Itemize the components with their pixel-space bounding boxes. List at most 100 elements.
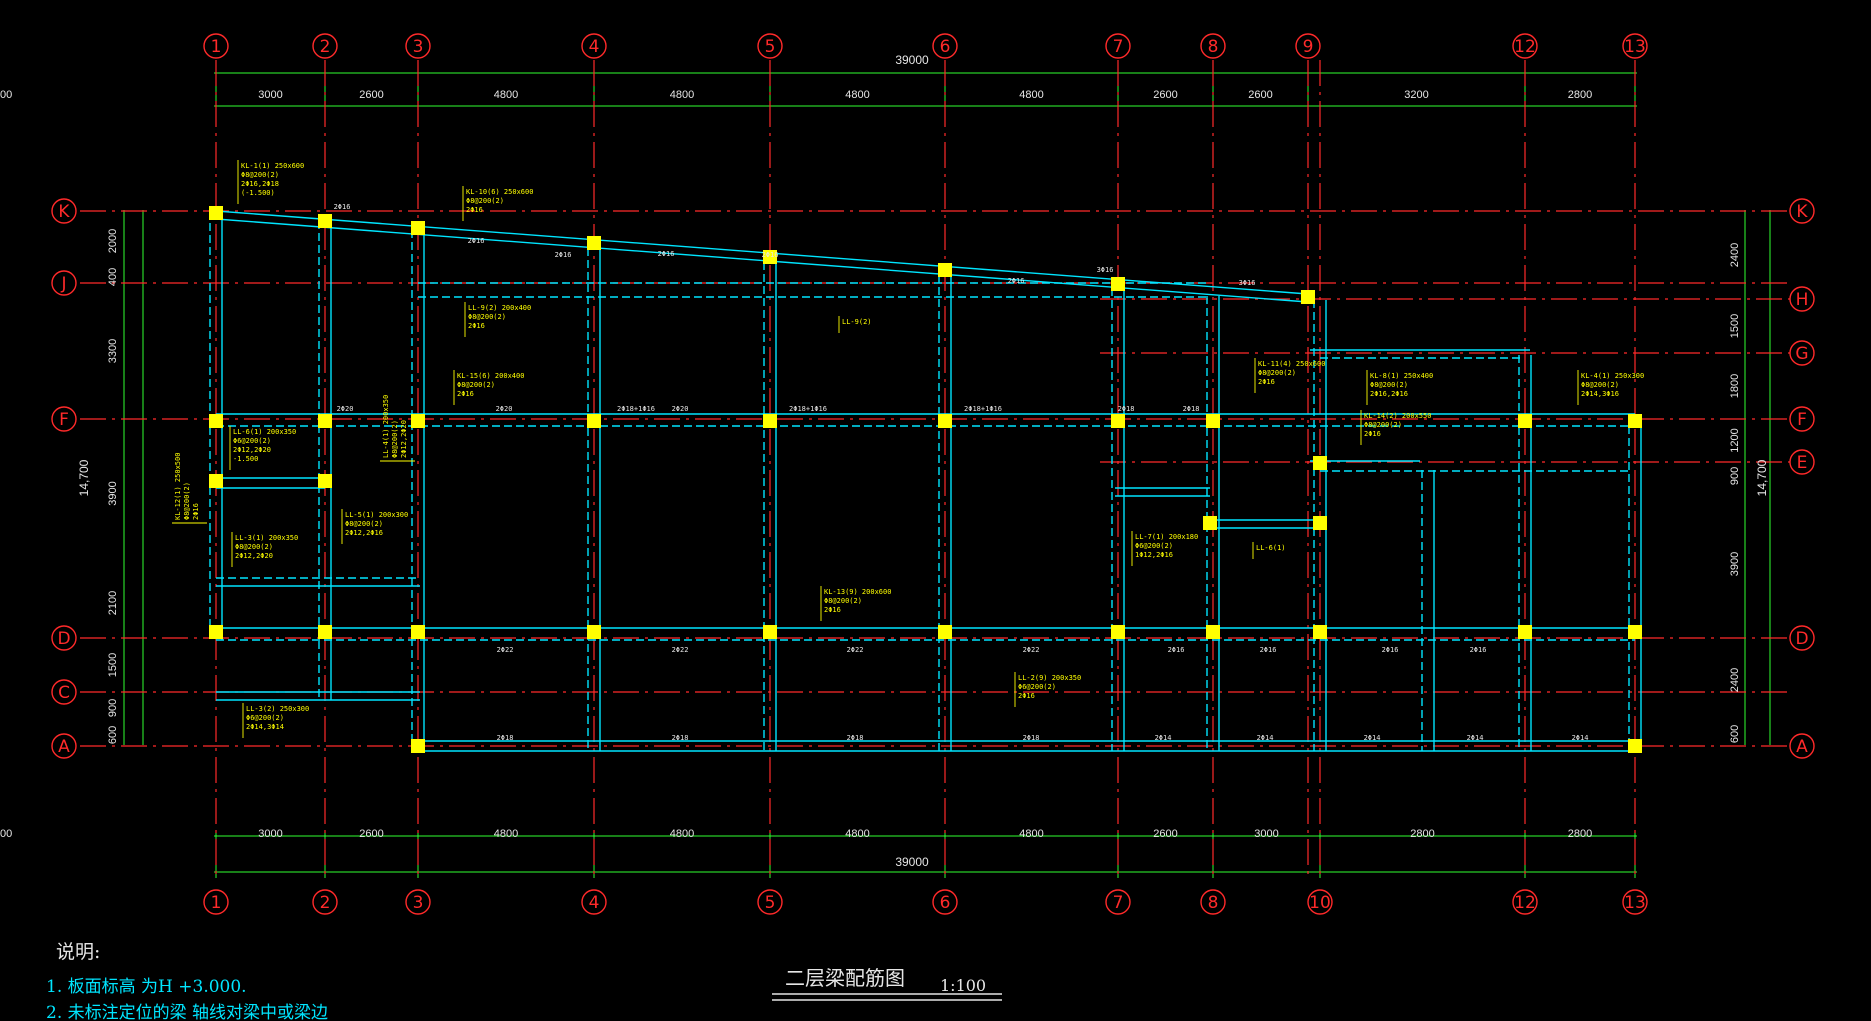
axis-bubble-label: 2 [320, 37, 331, 57]
axis-bubble-circle [757, 33, 783, 59]
rebar-mark-bottom: 2Φ16 [1168, 646, 1185, 654]
axis-bubble: 7 [1105, 33, 1131, 59]
axis-bubble-label: C [58, 683, 70, 703]
axis-bubble: 5 [757, 889, 783, 915]
axis-bubble-circle [203, 33, 229, 59]
column [411, 739, 425, 753]
column [1518, 414, 1532, 428]
beam-label-line: KL-12(1) 250x500 [174, 453, 182, 520]
axis-bubble-label: 3 [413, 893, 424, 913]
dim-left-segment: 3900 [107, 481, 119, 505]
rebar-mark-bottom: 2Φ22 [847, 646, 864, 654]
beam-label-line: 2Φ16 [457, 390, 474, 398]
column [318, 625, 332, 639]
column [209, 625, 223, 639]
beam-label-line: Φ8@200(2) [466, 197, 504, 205]
column [763, 414, 777, 428]
column [1518, 625, 1532, 639]
dim-bottom-segment: 4800 [494, 828, 518, 840]
axis-bubble: F [1789, 406, 1815, 432]
axis-bubble: A [51, 733, 77, 759]
rebar-mark-a-row: 2Φ18 [672, 734, 689, 742]
axis-bubble-label: 9 [1303, 37, 1314, 57]
note-line-2: 2. 未标注定位的梁 轴线对梁中或梁边 [46, 1003, 328, 1021]
axis-bubble-circle [51, 679, 77, 705]
axis-bubble-label: 7 [1113, 893, 1124, 913]
beam-label-line: KL-10(6) 250x600 [466, 188, 533, 196]
axis-bubble: D [51, 625, 77, 651]
axis-bubble-circle [1789, 733, 1815, 759]
axis-bubble-circle [932, 889, 958, 915]
dim-bottom-segment: 4800 [1019, 828, 1043, 840]
dim-right-segment: 1500 [1729, 314, 1741, 338]
column [318, 214, 332, 228]
column [1313, 625, 1327, 639]
axis-bubble: 9 [1295, 33, 1321, 59]
beam-label-line: 2Φ16,2Φ16 [1370, 390, 1408, 398]
dim-bottom-segment: 2600 [1153, 828, 1177, 840]
beam-label-line: Φ8@200(2) [457, 381, 495, 389]
axis-bubble-label: F [59, 410, 69, 430]
dim-bottom-segment: 3000 [258, 828, 282, 840]
dim-top-segment: 2600 [1248, 89, 1272, 101]
rebar-mark-middle: 2Φ18+1Φ16 [617, 405, 655, 413]
axis-bubble: 13 [1622, 33, 1648, 59]
dim-top-segment: 2600 [1153, 89, 1177, 101]
column [209, 474, 223, 488]
axis-bubble-circle [51, 406, 77, 432]
axis-bubble-label: G [1795, 344, 1808, 364]
axis-bubble: G [1789, 340, 1815, 366]
axis-bubble-label: 12 [1514, 37, 1536, 57]
dim-top-segment: 2600 [359, 89, 383, 101]
beam-label-line: 2Φ14,3Φ16 [1581, 390, 1619, 398]
beam-label-line: KL-8(1) 250x400 [1370, 372, 1433, 380]
beam-label-line: LL-7(1) 200x180 [1135, 533, 1198, 541]
column-layer [209, 206, 1642, 753]
axis-bubble-circle [1622, 889, 1648, 915]
drawing-title: 二层梁配筋图 [785, 966, 905, 990]
beam-label-line: 2Φ16 [1258, 378, 1275, 386]
dim-bottom-segment: 2800 [1568, 828, 1592, 840]
axis-bubble-circle [51, 733, 77, 759]
axis-bubble: 12 [1512, 889, 1538, 915]
axis-bubble-label: 2 [320, 893, 331, 913]
axis-bubble: 8 [1200, 33, 1226, 59]
rebar-mark-top: 3Φ16 [1239, 279, 1256, 287]
column [1313, 456, 1327, 470]
axis-bubble: K [51, 198, 77, 224]
beam-label-line: 2Φ16 [466, 206, 483, 214]
column [938, 625, 952, 639]
axis-bubble-circle [1200, 889, 1226, 915]
beam-label: LL-9(2) [838, 316, 872, 333]
dim-left-segment: 1500 [107, 653, 119, 677]
axis-bubble-label: 4 [589, 893, 600, 913]
dim-left-segment: 2000 [107, 229, 119, 253]
rebar-mark-middle: 2Φ20 [672, 405, 689, 413]
column [411, 414, 425, 428]
beam-label-line: 2Φ16 [468, 322, 485, 330]
rebar-mark-a-row: 2Φ14 [1467, 734, 1484, 742]
beam-label-line: 2Φ16 [1018, 692, 1035, 700]
dim-right-segment: 600 [1729, 725, 1741, 743]
rebar-mark-top: 2Φ16 [762, 251, 779, 259]
axis-bubble: 2 [312, 33, 338, 59]
axis-bubble-label: 5 [765, 37, 776, 57]
axis-bubble-circle [1622, 33, 1648, 59]
dimension-layer [123, 66, 1771, 878]
beam-label-line: Φ8@200(2) [468, 313, 506, 321]
axis-bubble: A [1789, 733, 1815, 759]
title-block: 二层梁配筋图 1:100 说明: 1. 板面标高 为H +3.000. 2. 未… [46, 941, 1002, 1021]
dim-top-segment: 2800 [1568, 89, 1592, 101]
dim-bottom-segment: 4800 [670, 828, 694, 840]
